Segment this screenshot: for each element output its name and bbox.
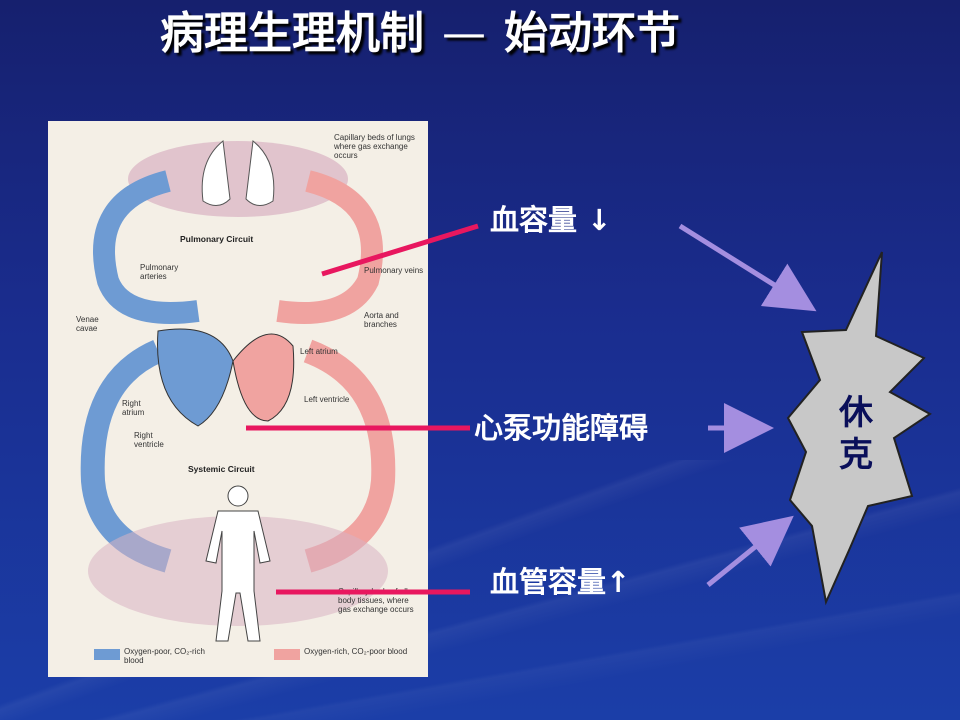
legend-swatch-rich: [274, 649, 300, 660]
circulation-drawing: [80, 140, 396, 660]
pointer-line-blood-volume: [321, 223, 479, 277]
left-lung: [201, 140, 231, 206]
legend-swatch-poor: [94, 649, 120, 660]
label-venae-cavae: Venae cavae: [76, 315, 99, 333]
right-lung: [245, 140, 275, 206]
title-sub: 始动环节: [504, 8, 680, 59]
left-heart: [232, 333, 295, 422]
legend-label-poor: Oxygen-poor, CO₂-rich blood: [124, 647, 205, 665]
label-right-ventricle: Right ventricle: [134, 431, 164, 449]
title-main: 病理生理机制: [160, 8, 424, 59]
legend-label-rich: Oxygen-rich, CO₂-poor blood: [304, 647, 408, 656]
shock-burst: [786, 251, 932, 606]
pulmonary-artery-loop: [93, 170, 200, 324]
title-dash: —: [442, 8, 486, 59]
lung-capillary-bed: [128, 141, 348, 217]
label-left-atrium: Left atrium: [300, 347, 338, 356]
page-title: 病理生理机制 — 始动环节: [60, 6, 780, 62]
label-aorta: Aorta and branches: [364, 311, 399, 329]
label-left-ventricle: Left ventricle: [304, 395, 350, 404]
arrow-vascular-capacity: [706, 515, 794, 587]
label-pulmonary-arteries: Pulmonary arteries: [140, 263, 179, 281]
label-lungs-caption: Capillary beds of lungs where gas exchan…: [334, 133, 415, 160]
pulmonary-vein-loop: [276, 170, 383, 324]
label-systemic-circuit: Systemic Circuit: [188, 464, 255, 474]
shock-label: 休克: [839, 393, 873, 475]
right-heart: [157, 328, 234, 427]
label-pulmonary-circuit: Pulmonary Circuit: [180, 234, 254, 244]
cause-vascular-capacity: 血管容量↑: [490, 565, 631, 599]
circulation-diagram: Capillary beds of lungs where gas exchan…: [48, 121, 428, 677]
label-right-atrium: Right atrium: [122, 399, 145, 417]
body-silhouette: [205, 485, 271, 642]
label-pulmonary-veins: Pulmonary veins: [364, 266, 424, 275]
cause-blood-volume: 血容量 ↓: [490, 203, 612, 237]
cause-heart-pump: 心泵功能障碍: [474, 411, 649, 445]
arrow-blood-volume: [678, 223, 817, 312]
